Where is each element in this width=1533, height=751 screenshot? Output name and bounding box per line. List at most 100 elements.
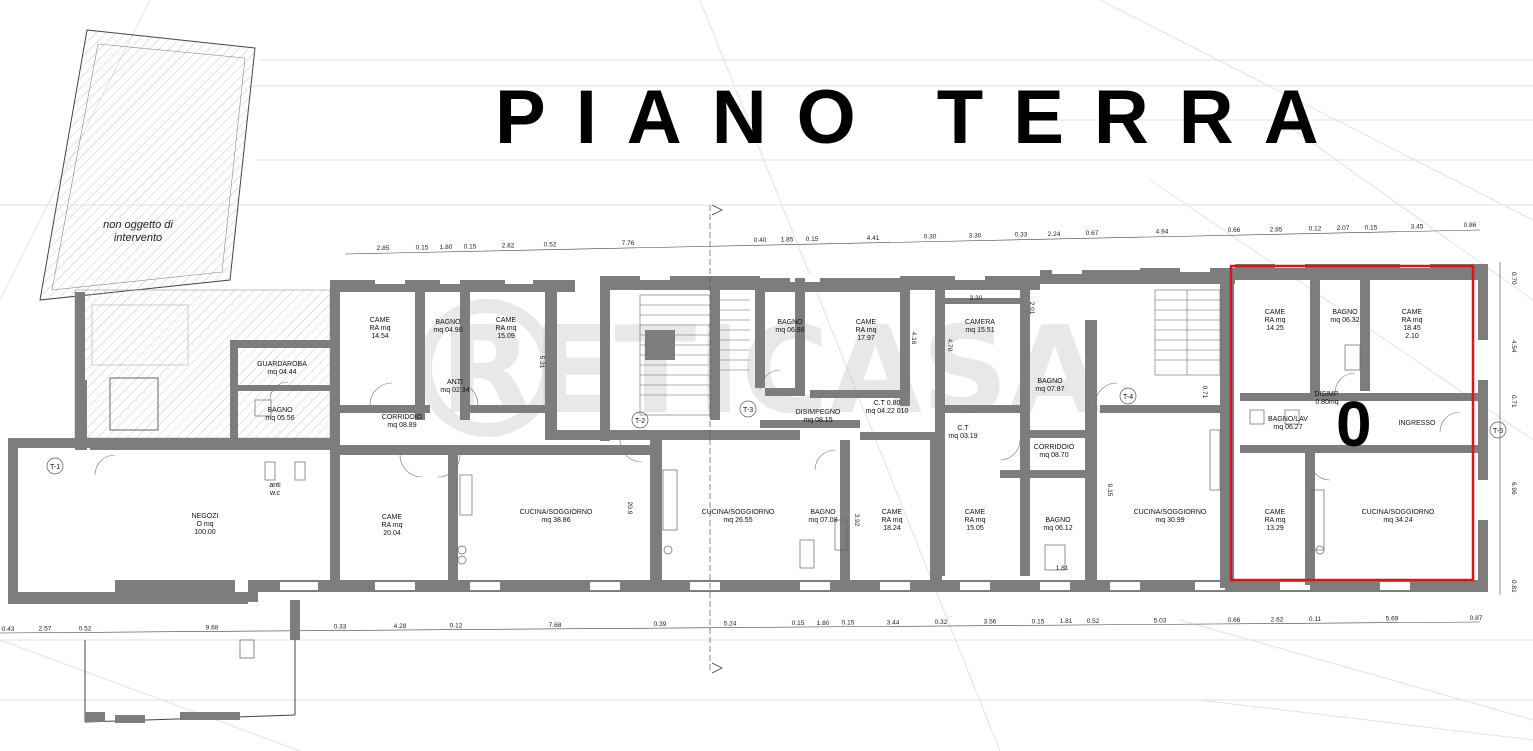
side-dimension-4: 0.81	[1510, 580, 1517, 593]
top-dimension-7: 0.40	[754, 237, 767, 244]
top-dimension-18: 2.85	[1270, 226, 1283, 233]
room-label-camera-2-line1: RA mq	[495, 325, 516, 332]
room-label-bagno-2-line1: mq 04.90	[433, 327, 462, 334]
bottom-dimension-8: 0.39	[654, 621, 667, 628]
room-label-bagno-4-line1: mq 07.08	[808, 517, 837, 524]
inner-dimension-1: 5.31	[538, 356, 545, 369]
room-label-disimpegno-2-line1: 0.80mq	[1315, 399, 1338, 406]
section-mark-t5: T-5	[1493, 428, 1503, 435]
room-label-camera-9-line1: RA mq	[1401, 317, 1422, 324]
room-label-camera-5-line1: RA mq	[881, 517, 902, 524]
room-label-negozi-line1: O mq	[196, 521, 213, 528]
room-label-negozi-line0: NEGOZI	[192, 513, 219, 520]
top-dimension-9: 0.15	[806, 236, 819, 243]
bottom-dimension-11: 1.80	[817, 620, 830, 627]
bottom-dimension-24: 0.87	[1470, 615, 1483, 622]
room-label-camera-1-line1: RA mq	[369, 325, 390, 332]
top-dimension-14: 2.24	[1048, 231, 1061, 238]
room-label-bagno-6-line0: BAGNO	[1045, 517, 1071, 524]
bottom-dimension-20: 0.66	[1228, 617, 1241, 624]
top-dimension-21: 0.15	[1365, 224, 1378, 231]
room-label-cucina-1-line0: CUCINA/SOGGIORNO	[520, 509, 593, 516]
inner-dimension-2: 4.70	[946, 339, 953, 352]
room-label-bagno-3-line0: BAGNO	[777, 319, 803, 326]
room-label-camera-10-line2: 13.29	[1266, 525, 1284, 532]
room-label-camera-4-line1: RA mq	[855, 327, 876, 334]
top-dimension-0: 2.85	[377, 245, 390, 252]
room-label-ct-1-line0: C.T 0.80	[874, 400, 901, 407]
bottom-dimension-15: 3.56	[984, 619, 997, 626]
room-label-camera-6-line0: CAMERA	[965, 319, 995, 326]
bottom-annex	[84, 600, 296, 723]
top-dimension-23: 0.86	[1464, 222, 1477, 229]
inner-dimension-6: 20.9	[626, 502, 633, 515]
room-label-bagno-lav-line0: BAGNO/LAV	[1268, 416, 1308, 423]
inner-dimension-3: 4.16	[910, 332, 917, 345]
bottom-dimension-9: 5.24	[724, 621, 737, 628]
bottom-annex-walls	[85, 600, 300, 723]
room-label-camera-7-line1: RA mq	[964, 517, 985, 524]
room-label-camera-3-line1: RA mq	[381, 522, 402, 529]
bottom-dimension-4: 0.33	[334, 624, 347, 631]
room-label-guardaroba-line0: GUARDAROBA	[257, 361, 307, 368]
room-label-bagno-5-line0: BAGNO	[1037, 378, 1063, 385]
top-dimension-11: 0.30	[924, 234, 937, 241]
room-label-camera-1-line0: CAME	[370, 317, 391, 324]
bottom-dimension-6: 0.12	[450, 623, 463, 630]
room-label-cucina-4-line0: CUCINA/SOGGIORNO	[1362, 509, 1435, 516]
room-label-negozi-line2: 100.00	[194, 529, 216, 536]
room-label-camera-4-line2: 17.97	[857, 335, 875, 342]
room-label-camera-10-line0: CAME	[1265, 509, 1286, 516]
room-label-cucina-3-line1: mq 30.99	[1155, 517, 1184, 524]
annex-note-line1: non oggetto di	[103, 219, 173, 231]
inner-dimension-5: 1.81	[1056, 565, 1069, 572]
highlighted-unit	[1229, 264, 1475, 582]
top-dimension-20: 2.07	[1337, 225, 1350, 232]
bottom-dimension-21: 2.62	[1271, 617, 1284, 624]
room-label-anti-wc-line1: w.c	[269, 490, 281, 497]
inner-dimension-9: 2.01	[1028, 302, 1035, 315]
room-label-ct-2-line0: C.T	[957, 425, 969, 432]
room-label-camera-9-line3: 2.10	[1405, 333, 1419, 340]
room-label-camera-9-line2: 18.45	[1403, 325, 1421, 332]
top-dimension-3: 0.15	[464, 243, 477, 250]
room-label-camera-2-line2: 15.09	[497, 333, 515, 340]
room-label-disimpegno-1-line1: mq 08.15	[803, 417, 832, 424]
staircase-2	[1154, 289, 1221, 376]
room-label-bagno-1-line1: mq 05.56	[265, 415, 294, 422]
room-label-camera-9-line0: CAME	[1402, 309, 1423, 316]
room-label-bagno-2-line0: BAGNO	[435, 319, 461, 326]
room-label-camera-5-line0: CAME	[882, 509, 903, 516]
bottom-dimension-0: 0.43	[2, 626, 15, 633]
room-label-cucina-4-line1: mq 34.24	[1383, 517, 1412, 524]
side-dimension-3: 6.96	[1510, 482, 1517, 495]
unit-label: 0	[1336, 388, 1372, 460]
room-label-anti-1-line0: ANTI	[447, 379, 463, 386]
room-label-ct-2-line1: mq 03.19	[948, 433, 977, 440]
bottom-dimension-13: 3.44	[887, 619, 900, 626]
room-label-bagno-6-line1: mq 06.12	[1043, 525, 1072, 532]
room-label-camera-7-line0: CAME	[965, 509, 986, 516]
bottom-dimension-19: 5.03	[1154, 617, 1167, 624]
side-dimension-0: 0.70	[1510, 272, 1517, 285]
bottom-dimension-7: 7.68	[549, 622, 562, 629]
top-dimension-2: 1.80	[440, 244, 453, 251]
section-mark-t3: T-3	[743, 407, 753, 414]
room-label-ct-1-line1: mq 04.22 010	[866, 408, 909, 415]
section-arrow-bottom	[711, 662, 723, 674]
room-label-corridoio-1-line1: mq 08.89	[387, 422, 416, 429]
section-marks	[46, 387, 1507, 475]
bottom-dimension-12: 0.15	[842, 620, 855, 627]
room-label-bagno-lav-line1: mq 06.27	[1273, 424, 1302, 431]
dimension-lines	[0, 229, 1501, 634]
bottom-dimension-23: 5.69	[1386, 616, 1399, 623]
bottom-dimension-16: 0.15	[1032, 618, 1045, 625]
room-label-camera-1-line2: 14.54	[371, 333, 389, 340]
room-label-bagno-5-line1: mq 07.87	[1035, 386, 1064, 393]
top-dimension-5: 0.52	[544, 242, 557, 249]
room-label-cucina-3-line0: CUCINA/SOGGIORNO	[1134, 509, 1207, 516]
top-dimension-22: 3.45	[1411, 223, 1424, 230]
room-label-ingresso-line0: INGRESSO	[1399, 420, 1437, 427]
room-label-camera-8-line0: CAME	[1265, 309, 1286, 316]
